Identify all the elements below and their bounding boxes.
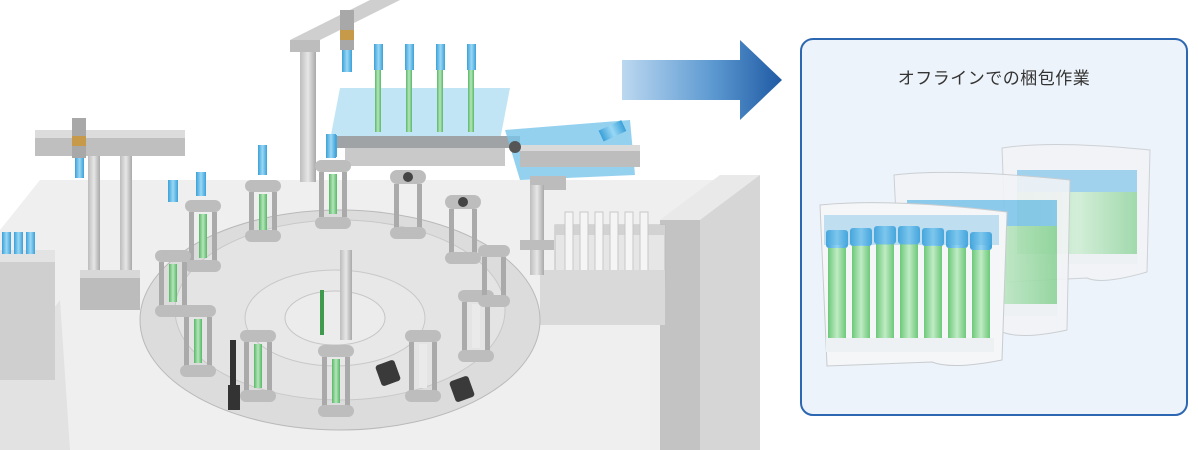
- left-block-vials: [2, 232, 35, 254]
- station: [445, 195, 481, 264]
- station: [180, 305, 216, 377]
- offline-packing-panel: オフラインでの梱包作業: [800, 38, 1188, 416]
- post: [520, 185, 554, 275]
- left-block-top: [0, 250, 55, 262]
- station: [185, 200, 221, 272]
- station: [390, 170, 426, 239]
- station: [405, 330, 441, 402]
- station: [318, 345, 354, 417]
- right-cabinet-front: [660, 220, 700, 450]
- right-arrow-icon: [622, 40, 782, 120]
- station: [230, 330, 276, 405]
- right-cabinet-top: [660, 175, 760, 220]
- grippers: [228, 360, 475, 410]
- loose-vials: [168, 134, 336, 202]
- left-block: [0, 250, 55, 380]
- rack-vials: [374, 44, 476, 132]
- left-gantry: [35, 118, 185, 310]
- vial-filling-machine-illustration: [0, 0, 760, 450]
- station: [478, 245, 510, 307]
- conveyor: [505, 120, 640, 190]
- filling-rack: [330, 44, 520, 166]
- stations: [155, 135, 510, 417]
- top-gantry: [290, 0, 400, 182]
- station: [155, 250, 191, 317]
- packed-vials-illustration: [819, 143, 1151, 367]
- station: [245, 145, 281, 242]
- vial-tray: [540, 211, 666, 325]
- panel-title: オフラインでの梱包作業: [897, 69, 1091, 89]
- packing-bag-icon: [819, 202, 1008, 367]
